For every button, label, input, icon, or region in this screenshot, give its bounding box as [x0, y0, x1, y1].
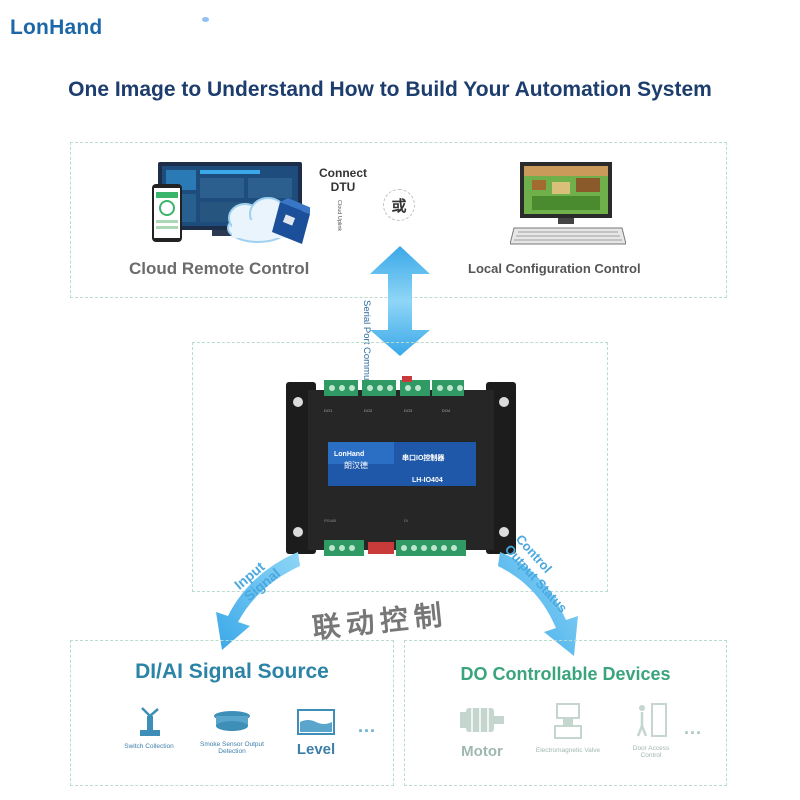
connect-dtu-label: Connect DTU — [319, 166, 367, 194]
smoke-sensor-item: Smoke Sensor Output Detection — [196, 708, 268, 755]
do-section-title: DO Controllable Devices — [460, 664, 671, 684]
device-brand-cn: 朗汉德 — [344, 460, 368, 470]
svg-text:DI: DI — [404, 518, 408, 523]
valve-icon — [554, 703, 582, 739]
di-section-title: DI/AI Signal Source — [135, 660, 329, 683]
controller-section — [192, 342, 608, 592]
svg-text:DO4: DO4 — [442, 408, 451, 413]
do-item-label: Electromagnetic Valve — [535, 747, 601, 754]
input-arrow-icon — [216, 552, 300, 650]
do-item-label: Door Access Control — [632, 745, 670, 759]
io-controller-device: DO1 DO2 DO3 DO4 LonHand 朗汉德 串口IO控制器 LH-IO40… — [286, 376, 516, 556]
serial-double-arrow-icon — [370, 246, 430, 356]
di-item-label: Smoke Sensor Output Detection — [200, 741, 264, 755]
do-section — [404, 640, 727, 786]
dtu-device-icon — [272, 198, 310, 244]
switch-collection-item: Switch Collection — [116, 706, 182, 750]
level-item: Level — [290, 708, 342, 758]
or-divider: 或 — [383, 189, 415, 221]
door-access-item: Door Access Control — [624, 702, 678, 759]
logo-dot — [202, 17, 209, 22]
di-item-label: Switch Collection — [124, 743, 174, 750]
device-model: LH-IO404 — [412, 477, 443, 484]
motor-item: Motor — [452, 702, 512, 760]
device-title-cn: 串口IO控制器 — [402, 453, 445, 462]
cloud-remote-control-label: Cloud Remote Control — [129, 259, 310, 278]
svg-text:DO3: DO3 — [404, 408, 413, 413]
door-icon — [636, 703, 667, 737]
svg-text:Cloud Uplink: Cloud Uplink — [336, 200, 342, 231]
page-title: One Image to Understand How to Build You… — [68, 78, 712, 101]
device-brand: LonHand — [334, 451, 364, 458]
valve-item: Electromagnetic Valve — [530, 702, 606, 754]
dtu-antenna-label: Cloud Uplink — [336, 200, 342, 231]
di-more-indicator: ... — [358, 716, 377, 736]
switch-icon — [140, 707, 160, 736]
local-configuration-label: Local Configuration Control — [468, 261, 641, 276]
motor-icon — [460, 708, 504, 732]
svg-text:DO2: DO2 — [364, 408, 373, 413]
output-arrow-icon — [498, 552, 578, 656]
computer-icon — [510, 162, 626, 245]
smoke-sensor-icon — [214, 711, 250, 731]
di-item-label: Level — [296, 741, 336, 758]
level-icon — [297, 709, 335, 735]
do-more-indicator: ... — [684, 718, 703, 738]
svg-text:DO1: DO1 — [324, 408, 333, 413]
signal-flow-arrows — [216, 552, 578, 656]
cloud-remote-illustration — [152, 162, 310, 244]
brand-logo: LonHand — [10, 16, 103, 39]
phone-icon — [152, 184, 182, 242]
di-section — [70, 640, 394, 786]
do-item-label: Motor — [461, 743, 503, 760]
svg-text:RS485: RS485 — [324, 518, 337, 523]
